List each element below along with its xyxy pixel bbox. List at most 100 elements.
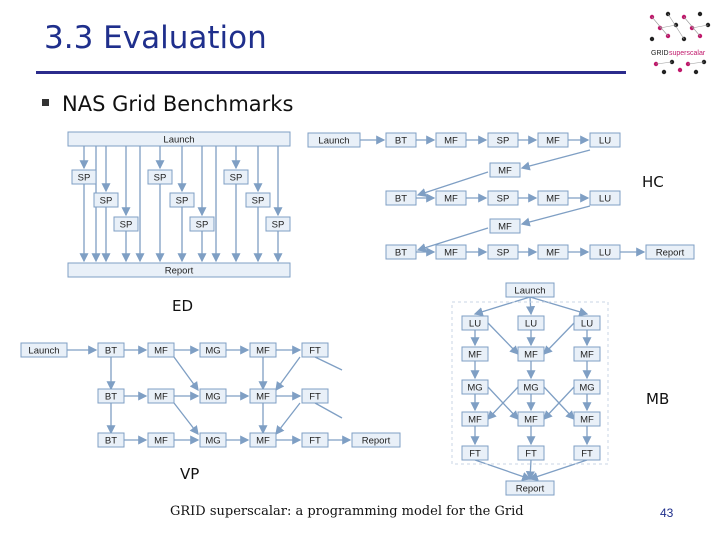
ed-mg: MG — [199, 432, 227, 448]
logo-dot — [677, 67, 683, 73]
mb-mf: MF — [517, 346, 545, 362]
ed-bt: BT — [97, 342, 125, 358]
logo-dot — [649, 36, 655, 42]
mb-mf: MF — [461, 411, 489, 427]
mb-mf-label: MF — [468, 415, 482, 426]
hc-mf-link: MF — [489, 162, 521, 178]
logo-dots — [649, 11, 711, 75]
hc-mf-label: MF — [444, 248, 458, 259]
mb-lu-label: LU — [525, 319, 537, 330]
mb-ft-label: FT — [469, 449, 481, 460]
mb-launch: Launch — [505, 282, 555, 298]
logo-text-grid: GRID — [651, 50, 669, 57]
label-vp: VP — [180, 465, 200, 483]
edge-line — [314, 402, 343, 419]
mb-frame — [451, 301, 609, 465]
edge-arrow — [173, 356, 199, 392]
label-mb: MB — [646, 390, 670, 408]
ed-mf-label: MF — [256, 436, 270, 447]
mb-report: Report — [505, 480, 555, 496]
d1-launch-label: Launch — [163, 135, 194, 146]
ed-mf: MF — [249, 432, 277, 448]
ed-ft-label: FT — [309, 346, 321, 357]
mb-ft: FT — [461, 445, 489, 461]
hc-launch-label: Launch — [318, 136, 349, 147]
mb-lu: LU — [461, 315, 489, 331]
mb-report-label: Report — [516, 484, 545, 495]
slide-title: 3.3 Evaluation — [44, 20, 267, 56]
hc-sp: SP — [487, 132, 519, 148]
logo-link — [687, 61, 705, 65]
ed-mf: MF — [249, 388, 277, 404]
hc-mf-label: MF — [546, 136, 560, 147]
ed-launch: Launch — [20, 342, 68, 358]
mb-mg-label: MG — [467, 383, 482, 394]
hc-mf-label: MF — [444, 136, 458, 147]
hc-mf-label: MF — [546, 248, 560, 259]
mb-mg-label: MG — [523, 383, 538, 394]
logo-link — [683, 16, 701, 37]
d1-sp: SP — [169, 192, 195, 208]
ed-mf: MF — [147, 388, 175, 404]
hc-bt-label: BT — [395, 248, 407, 259]
edge-arrow — [520, 205, 591, 227]
hc-mf: MF — [435, 132, 467, 148]
ed-mg-label: MG — [205, 392, 220, 403]
mb-ft: FT — [517, 445, 545, 461]
d1-sp-label: SP — [272, 220, 285, 231]
ed-ft-label: FT — [309, 392, 321, 403]
ed-mf-label: MF — [154, 392, 168, 403]
d1-report: Report — [67, 262, 291, 278]
edge-arrow — [543, 386, 575, 420]
d1-sp-label: SP — [100, 196, 113, 207]
ed-mf: MF — [249, 342, 277, 358]
hc-lu: LU — [589, 190, 621, 206]
footer-text: GRID superscalar: a programming model fo… — [170, 504, 524, 519]
mb-lu-label: LU — [469, 319, 481, 330]
logo-dot — [661, 69, 667, 75]
mb-mf: MF — [573, 411, 601, 427]
hc-bt-label: BT — [395, 194, 407, 205]
hc-bt: BT — [385, 244, 417, 260]
mb-lu: LU — [517, 315, 545, 331]
ed-mg: MG — [199, 388, 227, 404]
edge-arrow — [474, 459, 532, 481]
bullet-square-icon — [42, 98, 49, 106]
hc-sp-label: SP — [497, 136, 510, 147]
d1-sp: SP — [223, 169, 249, 185]
d1-report-label: Report — [165, 266, 194, 277]
d1-sp: SP — [93, 192, 119, 208]
d1-sp-label: SP — [120, 220, 133, 231]
d1-launch: Launch — [67, 131, 291, 147]
d1-sp-label: SP — [154, 173, 167, 184]
ed-mf-label: MF — [256, 392, 270, 403]
logo-dot — [697, 11, 703, 17]
bullet-text: NAS Grid Benchmarks — [62, 92, 294, 116]
mb-mf-label: MF — [580, 350, 594, 361]
ed-mg-label: MG — [205, 436, 220, 447]
logo-link — [659, 24, 677, 29]
hc-sp-label: SP — [497, 194, 510, 205]
d1-sp: SP — [147, 169, 173, 185]
d1-sp-label: SP — [196, 220, 209, 231]
hc-lu-label: LU — [599, 136, 611, 147]
hc-bt: BT — [385, 132, 417, 148]
hc-mf-link: MF — [489, 218, 521, 234]
hc-bt: BT — [385, 190, 417, 206]
edge-arrow — [173, 402, 199, 436]
mb-mf: MF — [461, 346, 489, 362]
hc-report: Report — [645, 244, 695, 260]
mb-mf-label: MF — [468, 350, 482, 361]
ed-report-label: Report — [362, 436, 391, 447]
mb-lu: LU — [573, 315, 601, 331]
edge-arrow — [525, 296, 536, 316]
hc-mf: MF — [537, 132, 569, 148]
edge-arrow — [487, 322, 519, 355]
d1-sp: SP — [71, 169, 97, 185]
mb-mg-label: MG — [579, 383, 594, 394]
ed-ft: FT — [301, 342, 329, 358]
hc-mf-link-label: MF — [498, 166, 512, 177]
ed-mg-label: MG — [205, 346, 220, 357]
